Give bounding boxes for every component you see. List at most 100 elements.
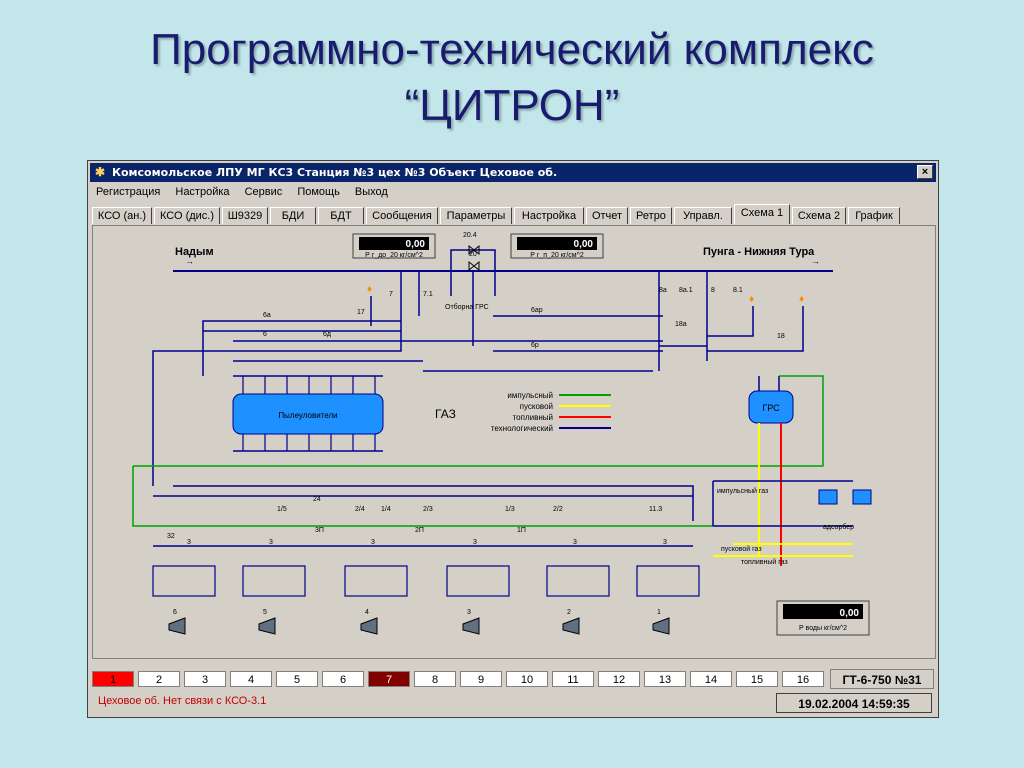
unit-button-3[interactable]: 3 [184,671,226,687]
label-start-gas: пусковой газ [721,545,762,553]
tab-settings[interactable]: Настройка [514,207,584,224]
close-button[interactable]: × [917,165,933,179]
unit-button-7[interactable]: 7 [368,671,410,687]
unit-button-4[interactable]: 4 [230,671,272,687]
legend-process: технологический [491,424,553,433]
dust-collectors-block[interactable] [232,393,384,435]
valve-label-3-u6: 3 [187,539,191,546]
unit-label-5: 5 [263,609,267,616]
legend-start: пусковой [520,402,553,411]
valve-label-18: 18 [777,333,785,340]
window-titlebar[interactable]: ✱ Комсомольское ЛПУ МГ КС3 Станция №3 це… [90,163,936,182]
valve-label-24: 24 [313,496,321,503]
gauge3-label: Р воды кг/см^2 [799,625,847,632]
datetime-display: 19.02.2004 14:59:35 [776,693,932,713]
valve-label-8-1: 8.1 [733,287,743,294]
valve-label-3-u3: 3 [473,539,477,546]
unit-button-12[interactable]: 12 [598,671,640,687]
adsorber-2 [852,489,872,505]
compressor-4[interactable] [360,617,378,635]
left-destination: Надым [175,246,214,258]
unit-button-16[interactable]: 16 [782,671,824,687]
tab-retro[interactable]: Ретро [630,207,672,224]
valve-label-6r: 6р [531,342,539,349]
valve-label-6a: 6а [263,312,271,319]
valve-label-3-u4: 3 [371,539,375,546]
valve-label-3-u5: 3 [269,539,273,546]
valve-label-1-5: 1/5 [277,506,287,513]
unit-label-6: 6 [173,609,177,616]
tab-messages[interactable]: Сообщения [366,207,438,224]
unit-button-14[interactable]: 14 [690,671,732,687]
unit-button-6[interactable]: 6 [322,671,364,687]
compressor-2[interactable] [562,617,580,635]
unit-button-5[interactable]: 5 [276,671,318,687]
gauge2-value: 0,00 [574,239,594,250]
unit-button-2[interactable]: 2 [138,671,180,687]
left-arrow-icon: → [185,256,194,266]
valve-label-8: 8 [711,287,715,294]
unit-label-3: 3 [467,609,471,616]
grs-block[interactable] [748,390,794,424]
tab-scheme1[interactable]: Схема 1 [734,204,790,224]
valve-label-6ar: 6ар [531,307,543,314]
label-grs-offtake: Отборна ГРС [445,303,489,311]
label-adsorber: адсорбер [823,523,854,531]
adsorber-1 [818,489,838,505]
legend-fuel: топливный [513,413,553,422]
legend-impulse: импульсный [507,391,553,400]
app-window: ✱ Комсомольское ЛПУ МГ КС3 Станция №3 це… [87,160,939,718]
unit-button-8[interactable]: 8 [414,671,456,687]
menu-registration[interactable]: Регистрация [96,186,161,198]
gas-legend-title: ГАЗ [435,407,456,421]
tab-report[interactable]: Отчет [586,207,628,224]
unit-button-15[interactable]: 15 [736,671,778,687]
unit-type-label: ГТ-6-750 №31 [830,669,934,689]
grs-label: ГРС [762,403,780,413]
valve-label-17: 17 [357,309,365,316]
compressor-3[interactable] [462,617,480,635]
valve-label-2-4: 2/4 [355,506,365,513]
menu-settings[interactable]: Настройка [175,186,230,198]
tab-bar: КСО (ан.) КСО (дис.) Ш9329 БДИ БДТ Сообщ… [92,204,936,225]
compressor-6[interactable] [168,617,186,635]
valve-label-1-4: 1/4 [381,506,391,513]
slide-title-line1: Программно-технический комплекс [150,25,874,74]
flare-icon: ♦ [367,284,372,295]
unit-button-10[interactable]: 10 [506,671,548,687]
tab-bdt[interactable]: БДТ [318,207,364,224]
unit-button-9[interactable]: 9 [460,671,502,687]
unit-button-1[interactable]: 1 [92,671,134,687]
valve-label-3-u2: 3 [573,539,577,546]
tab-parameters[interactable]: Параметры [440,207,512,224]
valve-label-20: 20 [469,251,477,258]
menu-help[interactable]: Помощь [297,186,340,198]
status-message: Цеховое об. Нет связи с КСО-3.1 [98,695,267,707]
menu-exit[interactable]: Выход [354,186,388,198]
valve-label-2p: 2П [415,527,424,534]
tab-bdi[interactable]: БДИ [270,207,316,224]
tab-kso-dis[interactable]: КСО (дис.) [154,207,220,224]
compressor-1[interactable] [652,617,670,635]
menu-service[interactable]: Сервис [244,186,283,198]
unit-label-1: 1 [657,609,661,616]
unit-button-11[interactable]: 11 [552,671,594,687]
valve-label-6d: 6д [323,331,331,338]
valve-label-1-3: 1/3 [505,506,515,513]
tab-control[interactable]: Управл. [674,207,732,224]
label-fuel-gas: топливный газ [741,558,788,566]
compressor-5[interactable] [258,617,276,635]
gauge1-label: Р г_до_20 кг/см^2 [365,252,423,259]
dust-collectors-label: Пылеуловители [278,411,337,420]
app-icon: ✱ [94,165,106,179]
unit-button-13[interactable]: 13 [644,671,686,687]
tab-graph[interactable]: График [848,207,900,224]
window-title: Комсомольское ЛПУ МГ КС3 Станция №3 цех … [112,166,558,179]
tab-scheme2[interactable]: Схема 2 [792,207,846,224]
valve-label-2-2: 2/2 [553,506,563,513]
valve-label-7: 7 [389,291,393,298]
gauge3-value: 0,00 [840,608,860,619]
tab-kso-an[interactable]: КСО (ан.) [92,207,152,224]
tab-sh9329[interactable]: Ш9329 [222,207,268,224]
gauge1-value: 0,00 [406,239,426,250]
